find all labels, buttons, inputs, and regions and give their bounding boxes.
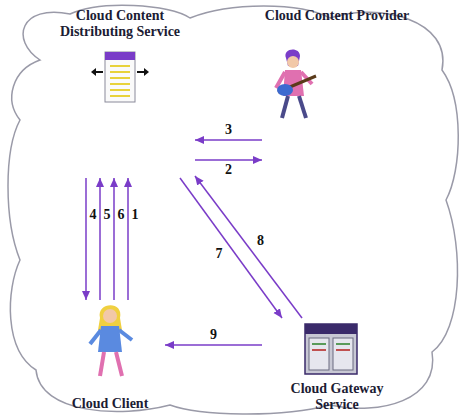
entity-node: Cloud Gateway Service [262,318,412,413]
gateway-server-icon [305,324,357,374]
entity-node: Cloud Content Provider [262,8,412,178]
step-number: 2 [224,163,233,177]
flow-arrow [127,178,129,300]
step-number: 8 [256,234,265,248]
node-label: Cloud Client [55,396,165,412]
distributing-service-icon [91,52,149,102]
node-label: Cloud Gateway Service [277,381,397,413]
step-number: 3 [224,123,233,137]
flow-arrow [99,178,101,300]
flow-arrow [195,176,302,318]
step-number: 1 [131,208,140,222]
node-label: Cloud Content Provider [262,8,412,24]
step-number: 7 [215,247,224,261]
step-number: 9 [209,328,218,342]
flow-arrow [180,178,282,318]
flow-arrow [165,344,262,346]
cloud-shape [8,5,458,414]
step-number: 6 [117,208,126,222]
client-figure [90,305,132,376]
flow-arrow [195,159,262,161]
flow-arrow [195,139,262,141]
content-provider-figure [276,49,316,118]
step-number: 5 [103,208,112,222]
entity-node: Cloud Content Distributing Service [45,8,195,178]
flow-arrow [85,178,87,300]
node-label: Cloud Content Distributing Service [45,8,195,40]
flow-arrow [113,178,115,300]
step-number: 4 [89,208,98,222]
entity-node: Cloud Client [55,300,165,412]
